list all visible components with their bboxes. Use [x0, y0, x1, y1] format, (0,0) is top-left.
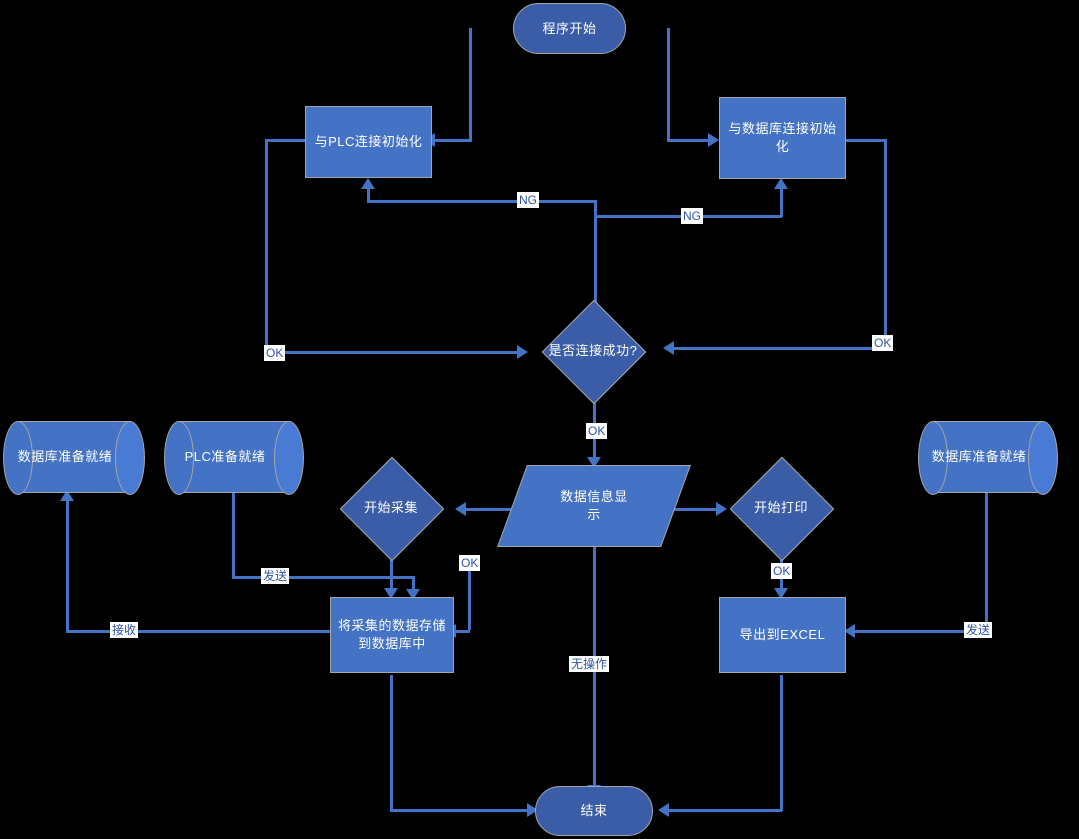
edge-label-receive-db: 接收: [110, 622, 139, 638]
edge-ok-left-to-decision: [265, 351, 520, 354]
arrow-into-decision-right: [663, 341, 674, 355]
edge-ng-left-h: [367, 200, 597, 203]
edge-init-db-right-v: [884, 139, 887, 347]
node-init-db-label: 与数据库连接初始化: [728, 121, 837, 154]
edge-start-to-init-plc-v: [469, 28, 472, 141]
edge-ng-right-up: [780, 188, 783, 217]
node-data-display[interactable]: 数据信息显示: [497, 465, 691, 547]
node-store-db[interactable]: 将采集的数据存储到数据库中: [330, 597, 454, 673]
node-end-label: 结束: [580, 803, 608, 819]
edge-receive-up-v: [66, 500, 69, 632]
edge-store-db-receive-h: [66, 630, 330, 633]
edge-collect-ok-h: [452, 630, 470, 633]
edge-ng-left-up: [367, 188, 370, 202]
edge-plc-ready-down: [232, 490, 235, 578]
node-start-collect-label: 开始采集: [363, 500, 418, 516]
arrow-into-store-db-from-plc: [406, 589, 420, 600]
edge-label-ok-print: OK: [771, 563, 793, 579]
arrow-into-end-left: [527, 803, 538, 817]
db-ready-right-cap-left: [918, 421, 948, 495]
edge-display-to-collect: [462, 508, 524, 511]
node-data-display-label: 数据信息显示: [560, 489, 628, 522]
arrow-into-init-db: [708, 133, 719, 147]
node-init-db[interactable]: 与数据库连接初始化: [719, 97, 846, 179]
node-db-ready-left-label: 数据库准备就绪: [17, 449, 113, 465]
edge-store-db-to-end-h: [390, 809, 530, 812]
edge-label-no-operation: 无操作: [569, 656, 610, 672]
node-end[interactable]: 结束: [535, 786, 653, 836]
node-db-ready-right-label: 数据库准备就绪: [931, 449, 1027, 465]
db-ready-left-cap-right: [115, 421, 145, 495]
node-export-excel-label: 导出到EXCEL: [739, 627, 826, 643]
plc-ready-cap-left: [164, 421, 194, 495]
edge-db-right-send-h: [851, 630, 987, 633]
db-ready-left-body: [17, 421, 131, 493]
edge-label-ok-right: OK: [872, 335, 894, 351]
edge-label-ok-collect: OK: [459, 555, 481, 571]
node-start-print[interactable]: 开始打印: [717, 456, 845, 562]
edge-label-ng-right: NG: [681, 208, 703, 224]
arrow-into-collect: [455, 502, 466, 516]
edge-plc-send-h: [232, 576, 414, 579]
node-check-connection[interactable]: 是否连接成功?: [522, 299, 664, 405]
arrow-into-store-db-top: [384, 588, 398, 599]
arrow-into-init-plc-bottom: [361, 178, 375, 189]
node-plc-ready[interactable]: PLC准备就绪: [164, 421, 304, 495]
edge-display-to-print: [672, 508, 720, 511]
edge-init-plc-left-h: [265, 139, 307, 142]
edge-export-to-end-v: [780, 675, 783, 811]
edge-ng-trunk-v: [594, 200, 597, 330]
db-ready-right-body: [932, 421, 1044, 493]
edge-label-ok-left: OK: [264, 345, 286, 361]
arrow-into-export-right: [844, 624, 855, 638]
node-start-print-label: 开始打印: [753, 500, 808, 516]
arrow-into-end-right: [658, 803, 669, 817]
node-init-plc[interactable]: 与PLC连接初始化: [305, 106, 432, 178]
node-db-ready-left[interactable]: 数据库准备就绪: [3, 421, 145, 495]
node-export-excel[interactable]: 导出到EXCEL: [719, 597, 846, 673]
node-store-db-label: 将采集的数据存储到数据库中: [337, 618, 446, 651]
node-init-plc-label: 与PLC连接初始化: [314, 134, 423, 150]
arrow-into-export: [774, 588, 788, 599]
arrow-into-display: [587, 457, 601, 468]
edge-collect-ok-v: [468, 567, 471, 630]
edge-start-to-init-db-v: [667, 28, 670, 141]
db-ready-left-cap-left: [3, 421, 33, 495]
edge-store-db-to-end-v: [390, 675, 393, 811]
node-start[interactable]: 程序开始: [513, 3, 626, 54]
node-db-ready-right[interactable]: 数据库准备就绪: [918, 421, 1058, 495]
edge-label-ng-left: NG: [517, 192, 539, 208]
node-start-collect[interactable]: 开始采集: [327, 456, 455, 562]
edge-label-ok-display: OK: [586, 423, 608, 439]
edge-init-plc-left-v: [265, 139, 268, 351]
arrow-into-init-db-bottom: [774, 178, 788, 189]
db-ready-right-cap-right: [1028, 421, 1058, 495]
edge-db-right-down: [985, 490, 988, 632]
plc-ready-body: [178, 421, 290, 493]
edge-start-to-init-plc-h: [432, 139, 472, 142]
edge-label-send-db-right: 发送: [964, 622, 993, 638]
edge-export-to-end-h: [665, 809, 782, 812]
edge-plc-send-v: [412, 576, 415, 592]
arrow-into-print: [716, 502, 727, 516]
node-plc-ready-label: PLC准备就绪: [184, 449, 266, 465]
edge-init-db-right-h: [845, 139, 887, 142]
arrow-into-db-ready-left: [60, 490, 74, 501]
plc-ready-cap-right: [274, 421, 304, 495]
node-start-label: 程序开始: [542, 20, 597, 36]
edge-ok-right-to-decision: [670, 347, 886, 350]
arrow-into-decision-left: [517, 345, 528, 359]
node-check-connection-label: 是否连接成功?: [548, 343, 638, 359]
edge-collect-down: [390, 543, 393, 591]
edge-decision-to-display: [593, 375, 596, 460]
edge-label-send-plc: 发送: [261, 568, 290, 584]
edge-start-to-init-db-h: [667, 139, 711, 142]
